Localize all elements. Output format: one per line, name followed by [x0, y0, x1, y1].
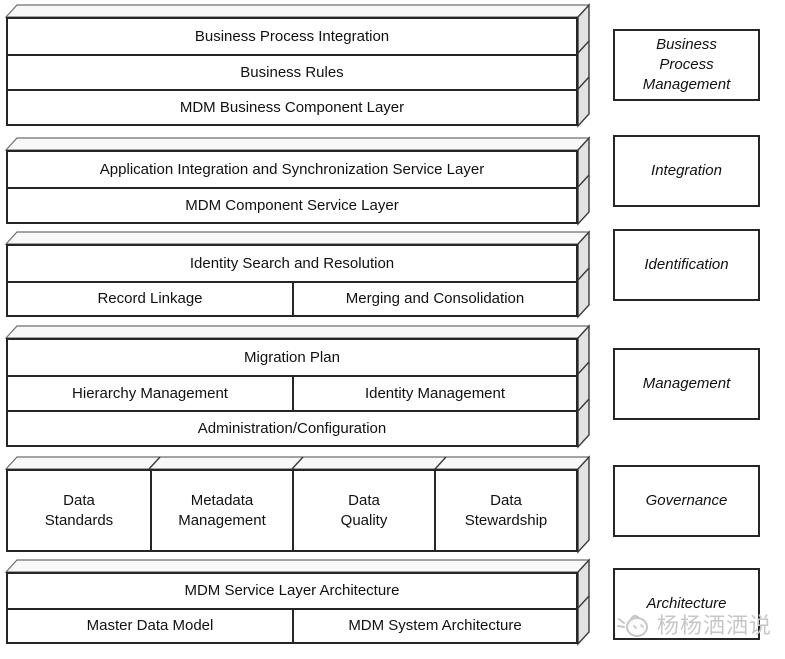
box-administration-configuration: Administration/Configuration: [197, 419, 387, 437]
layer-integration: Application Integration and Synchronizat…: [6, 150, 578, 224]
layer-row: Business Rules: [8, 54, 576, 89]
box-application-integration-sync-service-layer: Application Integration and Synchronizat…: [99, 160, 485, 178]
box-hierarchy-management: Hierarchy Management: [72, 384, 228, 402]
side-edge-line: [577, 174, 590, 188]
side-face-governance: [577, 455, 590, 554]
top-edge-line: [434, 456, 447, 470]
side-face-business-process: [577, 3, 590, 128]
layer-management: Migration Plan Hierarchy Management Iden…: [6, 338, 578, 447]
layer-identification: Identity Search and Resolution Record Li…: [6, 244, 578, 317]
top-face-management: [4, 325, 591, 339]
top-edge-line: [148, 456, 161, 470]
watermark-mascot-icon: [617, 614, 648, 637]
box-mdm-service-layer-architecture: MDM Service Layer Architecture: [184, 582, 400, 600]
box-data-stewardship: Data Stewardship: [434, 471, 576, 550]
side-edge-line: [577, 398, 590, 412]
layer-row: Business Process Integration: [8, 19, 576, 54]
layer-row: Migration Plan: [8, 340, 576, 375]
top-face-identification: [4, 231, 591, 245]
top-edge-line: [291, 456, 304, 470]
side-edge-line: [577, 361, 590, 375]
side-label-governance: Governance: [613, 465, 760, 537]
watermark-text: 杨杨洒洒说: [657, 613, 773, 638]
top-face-integration: [4, 137, 591, 151]
box-merging-consolidation: Merging and Consolidation: [292, 282, 576, 315]
layer-row: Administration/Configuration: [8, 410, 576, 445]
layer-row: MDM Business Component Layer: [8, 89, 576, 124]
box-migration-plan: Migration Plan: [244, 348, 340, 366]
box-record-linkage: Record Linkage: [97, 290, 203, 307]
box-data-standards: Data Standards: [44, 492, 114, 529]
layer-governance: Data Standards Metadata Management Data …: [6, 469, 578, 552]
box-identity-search-resolution: Identity Search and Resolution: [189, 254, 395, 272]
box-mdm-component-service-layer: MDM Component Service Layer: [185, 196, 399, 214]
side-edge-line: [577, 76, 590, 90]
side-label-management: Management: [613, 348, 760, 420]
layer-row: Master Data Model MDM System Architectur…: [8, 608, 576, 642]
layer-row: MDM Service Layer Architecture: [8, 574, 576, 608]
box-business-rules: Business Rules: [240, 63, 344, 81]
layer-row: Identity Search and Resolution: [8, 246, 576, 281]
box-mdm-business-component-layer: MDM Business Component Layer: [179, 98, 405, 116]
layer-row: MDM Component Service Layer: [8, 187, 576, 222]
side-edge-line: [577, 267, 590, 281]
box-data-quality: Data Quality: [292, 471, 434, 550]
side-edge-line: [577, 40, 590, 54]
side-label-business-process-management: Business Process Management: [613, 29, 760, 101]
box-metadata-management: Metadata Management: [150, 471, 292, 550]
box-identity-management: Identity Management: [292, 377, 576, 410]
layer-architecture: MDM Service Layer Architecture Master Da…: [6, 572, 578, 644]
layer-row: Record Linkage Merging and Consolidation: [8, 280, 576, 315]
side-label-identification: Identification: [613, 229, 760, 301]
top-face-business-process: [4, 4, 591, 18]
layer-business-process: Business Process Integration Business Ru…: [6, 17, 578, 126]
layer-row: Hierarchy Management Identity Management: [8, 375, 576, 410]
side-face-management: [577, 324, 590, 449]
side-edge-line: [577, 595, 590, 609]
box-mdm-system-architecture: MDM System Architecture: [292, 610, 576, 642]
watermark: 杨杨洒洒说: [616, 609, 772, 643]
side-label-integration: Integration: [613, 135, 760, 207]
layer-row: Application Integration and Synchronizat…: [8, 152, 576, 187]
layer-row: Data Standards Metadata Management Data …: [8, 471, 576, 550]
top-face-architecture: [4, 559, 591, 573]
box-master-data-model: Master Data Model: [86, 617, 214, 635]
box-business-process-integration: Business Process Integration: [194, 27, 390, 45]
